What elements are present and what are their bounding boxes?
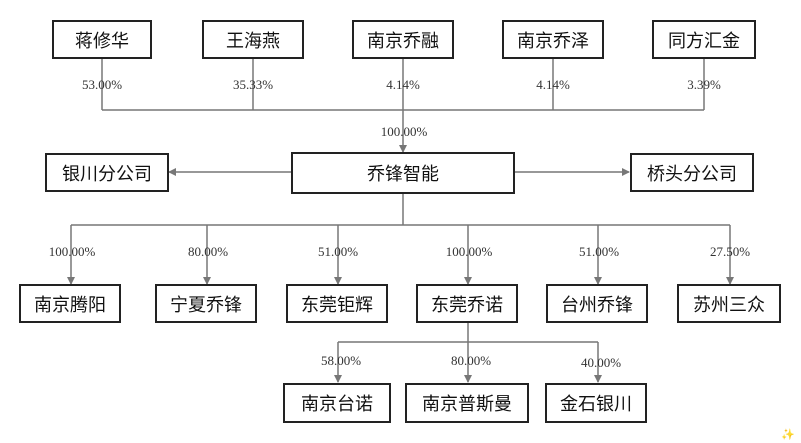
pct-nanjing-tainuo: 58.00%	[320, 353, 362, 368]
pct-nanjing-qiaoze: 4.14%	[536, 77, 570, 92]
node-qiaofeng-zhineng: 乔锋智能	[291, 152, 515, 194]
pct-tongfang-huijin: 3.39%	[687, 77, 721, 92]
node-nanjing-tainuo: 南京台诺	[283, 383, 391, 423]
node-tongfang-huijin: 同方汇金	[652, 20, 756, 59]
pct-ningxia-qiaofeng: 80.00%	[187, 244, 229, 259]
node-ningxia-qiaofeng: 宁夏乔锋	[155, 284, 257, 323]
node-nanjing-qiaoze: 南京乔泽	[502, 20, 604, 59]
pct-suzhou-sanzhong: 27.50%	[709, 244, 751, 259]
pct-jinshi-yinchuan: 40.00%	[580, 355, 622, 370]
node-dongguan-qiaonuo: 东莞乔诺	[416, 284, 518, 323]
node-taizhou-qiaofeng: 台州乔锋	[546, 284, 648, 323]
pct-nanjing-pusiman: 80.00%	[450, 353, 492, 368]
node-jiang-xiuhua: 蒋修华	[52, 20, 152, 59]
node-jinshi-yinchuan: 金石银川	[545, 383, 647, 423]
node-suzhou-sanzhong: 苏州三众	[677, 284, 781, 323]
pct-shareholders-total: 100.00%	[380, 124, 428, 139]
node-nanjing-tengyang: 南京腾阳	[19, 284, 121, 323]
node-nanjing-pusiman: 南京普斯曼	[405, 383, 529, 423]
pct-dongguan-qiaonuo: 100.00%	[445, 244, 493, 259]
pct-taizhou-qiaofeng: 51.00%	[578, 244, 620, 259]
pct-jiang-xiuhua: 53.00%	[81, 77, 123, 92]
node-qiaotou-branch: 桥头分公司	[630, 153, 754, 192]
pct-wang-haiyan: 35.33%	[232, 77, 274, 92]
watermark-logo: ✨	[781, 428, 795, 441]
pct-nanjing-qiaorong: 4.14%	[386, 77, 420, 92]
node-yinchuan-branch: 银川分公司	[45, 153, 169, 192]
node-nanjing-qiaorong: 南京乔融	[352, 20, 454, 59]
pct-nanjing-tengyang: 100.00%	[48, 244, 96, 259]
node-dongguan-juhui: 东莞钜辉	[286, 284, 388, 323]
node-wang-haiyan: 王海燕	[202, 20, 304, 59]
pct-dongguan-juhui: 51.00%	[317, 244, 359, 259]
